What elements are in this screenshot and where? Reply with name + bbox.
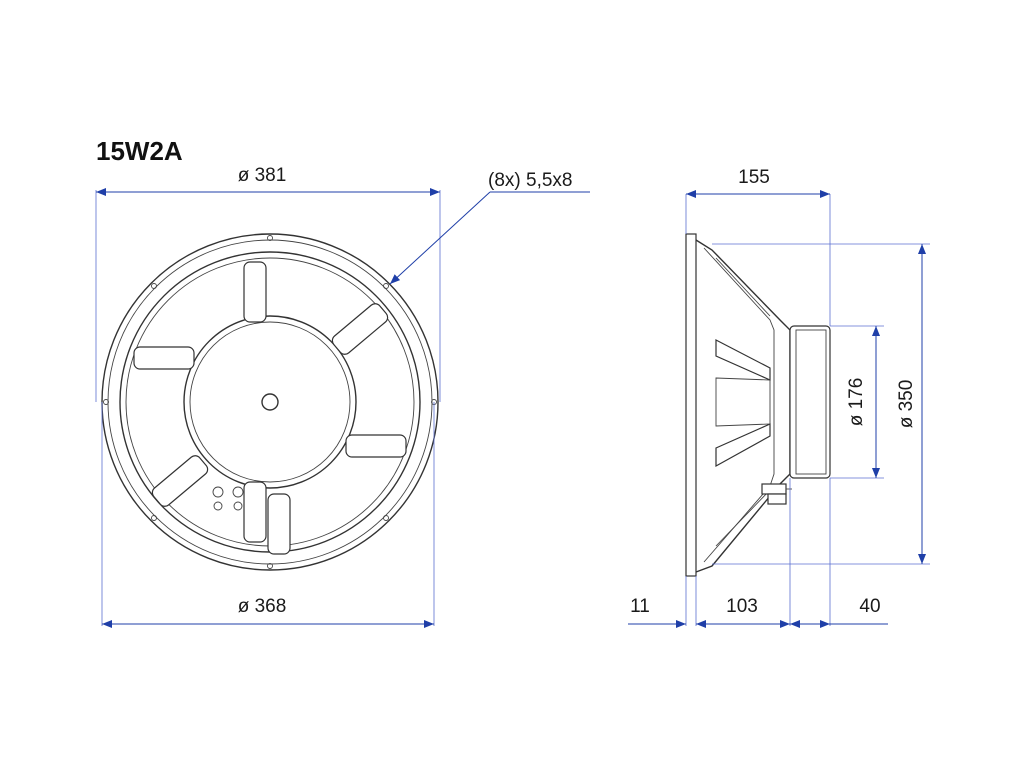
front-magnet-ring (183, 315, 357, 489)
dim-outer-diameter: ø 381 (238, 165, 287, 186)
front-spokes (133, 261, 407, 555)
dim-holes: (8x) 5,5x8 (488, 170, 572, 191)
side-magnet (789, 325, 831, 479)
dim-cone-diameter: ø 350 (896, 380, 917, 429)
side-terminal (761, 483, 792, 505)
side-basket (695, 239, 791, 573)
dim-mount-diameter: ø 368 (238, 596, 287, 617)
dim-depth-total: 155 (738, 167, 770, 188)
dim-magnet-diameter: ø 176 (846, 378, 867, 427)
front-pole-vent (261, 393, 279, 411)
model-title: 15W2A (96, 136, 183, 166)
side-flange (685, 233, 697, 577)
holes-leader (389, 191, 491, 285)
front-rim-inner (107, 239, 433, 565)
front-view: ø 381 ø 368 (8x) 5,5x8 (95, 165, 590, 628)
front-terminals (212, 486, 244, 511)
front-magnet-inner (189, 321, 351, 483)
dim-basket: 103 (726, 596, 758, 617)
side-view: 155 11 103 40 ø 176 ø 350 (628, 167, 930, 628)
dim-flange: 11 (630, 596, 650, 617)
dim-magnet: 40 (859, 596, 880, 617)
